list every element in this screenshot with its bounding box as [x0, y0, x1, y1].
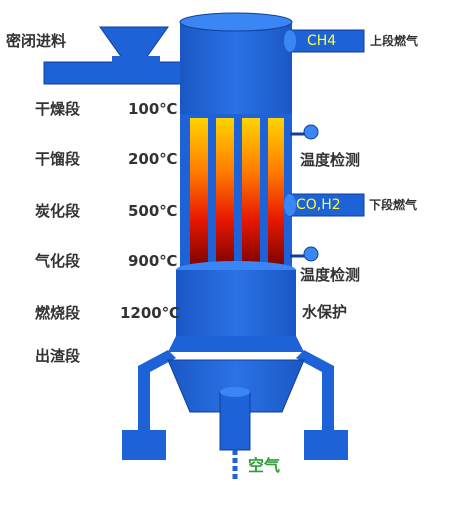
zone-name-gasification: 气化段 [35, 252, 81, 270]
lower-gas-pipe-end [284, 194, 296, 216]
left-leg [138, 350, 176, 430]
heat-channel-4 [268, 118, 284, 274]
left-foot [122, 430, 166, 460]
feed-pipe [43, 61, 190, 85]
temperature-probe-2 [303, 246, 319, 262]
ch4-label: CH4 [307, 33, 337, 49]
zone-temp-drying: 100℃ [128, 100, 178, 118]
zone-name-carbonization: 炭化段 [35, 202, 81, 220]
combustion-flare [168, 336, 304, 352]
temperature-probe-1 [303, 124, 319, 140]
co-h2-label: CO,H2 [296, 197, 341, 213]
upper-vessel [180, 22, 292, 114]
air-inlet-pipe [219, 391, 251, 451]
ash-hopper [167, 359, 305, 413]
combustion-chamber [176, 270, 296, 340]
lower-gas-label: 下段燃气 [369, 198, 418, 212]
heat-channel-3 [242, 118, 260, 274]
zone-temp-carbonization: 500℃ [128, 202, 178, 220]
zone-name-combustion: 燃烧段 [35, 304, 81, 322]
upper-gas-pipe-end [284, 30, 296, 52]
water-protect-label: 水保护 [302, 303, 348, 321]
zone-temp-retort: 200℃ [128, 150, 178, 168]
temp-detect-label-1: 温度检测 [300, 151, 361, 169]
feed-pipe-collar [112, 56, 160, 64]
air-label: 空气 [248, 456, 281, 475]
right-leg [296, 350, 334, 430]
zone-name-slag: 出渣段 [35, 347, 81, 365]
upper-gas-label: 上段燃气 [370, 34, 419, 48]
temp-detect-label-2: 温度检测 [300, 266, 361, 284]
zone-name-retort: 干馏段 [35, 150, 81, 168]
zone-name-drying: 干燥段 [35, 100, 81, 118]
zone-temp-combustion: 1200℃ [120, 304, 180, 322]
zone-temp-gasification: 900℃ [128, 252, 178, 270]
right-foot [304, 430, 348, 460]
vessel-top [179, 12, 293, 32]
feed-label: 密闭进料 [6, 32, 67, 50]
feed-hopper [99, 26, 169, 59]
heat-channel-2 [216, 118, 234, 274]
heat-channel-1 [190, 118, 208, 274]
